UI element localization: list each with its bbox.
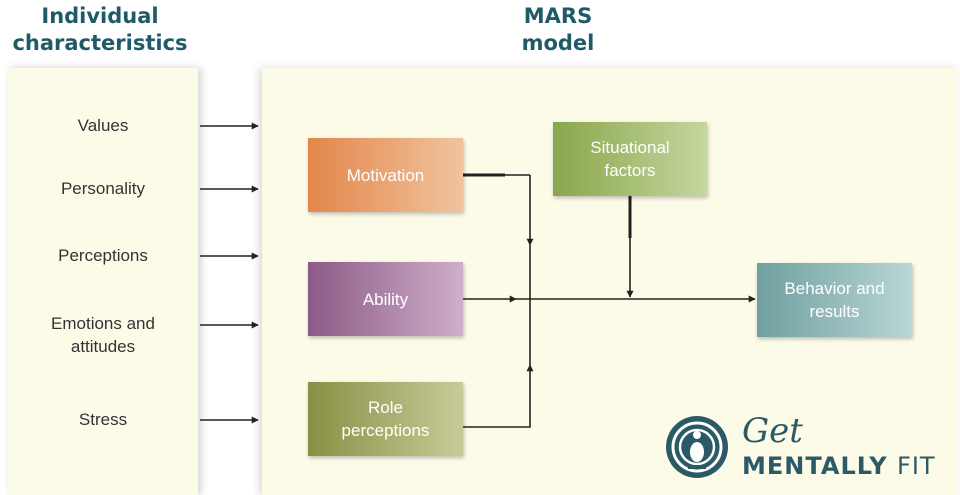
header-mars-line2: model bbox=[521, 31, 595, 55]
behavior-and-results-box: Behavior and results bbox=[757, 263, 912, 337]
ability-box: Ability bbox=[308, 262, 463, 336]
header-mars-line1: MARS bbox=[523, 4, 593, 28]
role-label-line1: Role bbox=[368, 398, 403, 417]
logo-wordmark: MENTALLY FIT bbox=[742, 452, 936, 480]
behavior-label-line1: Behavior and bbox=[784, 279, 885, 298]
characteristic-perceptions: Perceptions bbox=[58, 246, 148, 265]
role-label-line2: perceptions bbox=[341, 421, 430, 440]
characteristic-emotions-line2: attitudes bbox=[70, 337, 136, 356]
header-mars-model: MARS model bbox=[500, 3, 616, 57]
situational-label-line2: factors bbox=[604, 161, 656, 180]
header-individual-characteristics: Individual characteristics bbox=[2, 3, 198, 57]
characteristic-emotions-and-attitudes: Emotions and attitudes bbox=[8, 312, 198, 358]
logo-fit-text: FIT bbox=[897, 452, 936, 480]
brand-logo-icon bbox=[666, 416, 728, 478]
situational-label-line1: Situational bbox=[590, 138, 670, 157]
behavior-label-line2: results bbox=[809, 302, 860, 321]
motivation-label: Motivation bbox=[346, 165, 425, 185]
characteristic-values: Values bbox=[77, 116, 129, 135]
characteristic-personality: Personality bbox=[60, 179, 146, 198]
situational-factors-box: Situational factors bbox=[553, 122, 707, 196]
header-individual-line1: Individual bbox=[41, 4, 159, 28]
brand-logo: Get MENTALLY FIT bbox=[664, 412, 954, 482]
motivation-box: Motivation bbox=[308, 138, 463, 212]
individual-characteristics-panel bbox=[8, 68, 198, 495]
role-connector bbox=[463, 364, 534, 428]
header-individual-line2: characteristics bbox=[12, 31, 188, 55]
role-perceptions-box: Role perceptions bbox=[308, 382, 463, 456]
ability-label: Ability bbox=[362, 289, 409, 309]
characteristic-stress: Stress bbox=[78, 410, 128, 429]
logo-get-text: Get bbox=[742, 411, 803, 451]
characteristic-emotions-line1: Emotions and bbox=[51, 314, 155, 333]
logo-mentally-text: MENTALLY bbox=[742, 452, 888, 480]
